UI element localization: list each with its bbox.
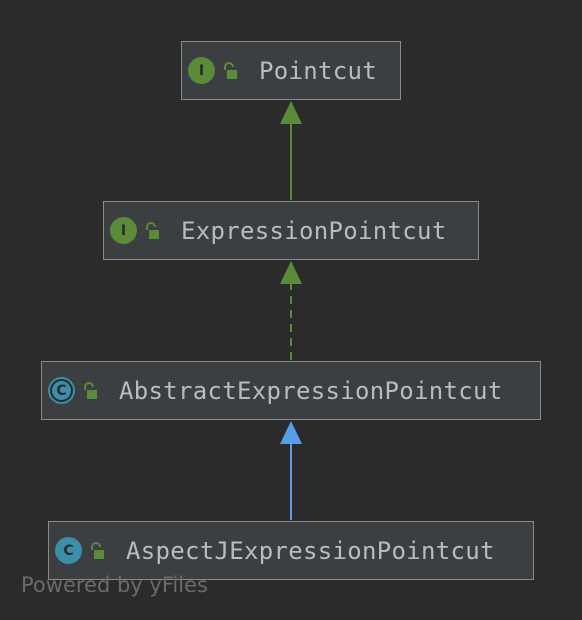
node-abstract-expression-pointcut[interactable]: C AbstractExpressionPointcut xyxy=(41,361,541,420)
class-icon: C xyxy=(55,537,82,564)
class-name: ExpressionPointcut xyxy=(181,216,447,245)
inheritance-arrowhead-icon xyxy=(280,101,302,124)
realization-arrowhead-icon xyxy=(280,261,302,284)
unlocked-padlock-icon xyxy=(84,381,97,399)
unlocked-padlock-icon xyxy=(91,541,104,559)
unlocked-padlock-icon xyxy=(224,61,237,79)
class-name: Pointcut xyxy=(259,56,377,85)
class-name: AspectJExpressionPointcut xyxy=(126,536,495,565)
inheritance-arrowhead-icon xyxy=(280,421,302,444)
interface-icon: I xyxy=(110,217,137,244)
powered-by-footer: Powered by yFiles xyxy=(21,573,208,597)
unlocked-padlock-icon xyxy=(146,221,159,239)
abstract-class-icon: C xyxy=(48,377,75,404)
class-name: AbstractExpressionPointcut xyxy=(119,376,503,405)
interface-icon: I xyxy=(188,57,215,84)
node-aspectj-expression-pointcut[interactable]: C AspectJExpressionPointcut xyxy=(48,521,534,580)
node-pointcut[interactable]: I Pointcut xyxy=(181,41,401,100)
node-expression-pointcut[interactable]: I ExpressionPointcut xyxy=(103,201,479,260)
